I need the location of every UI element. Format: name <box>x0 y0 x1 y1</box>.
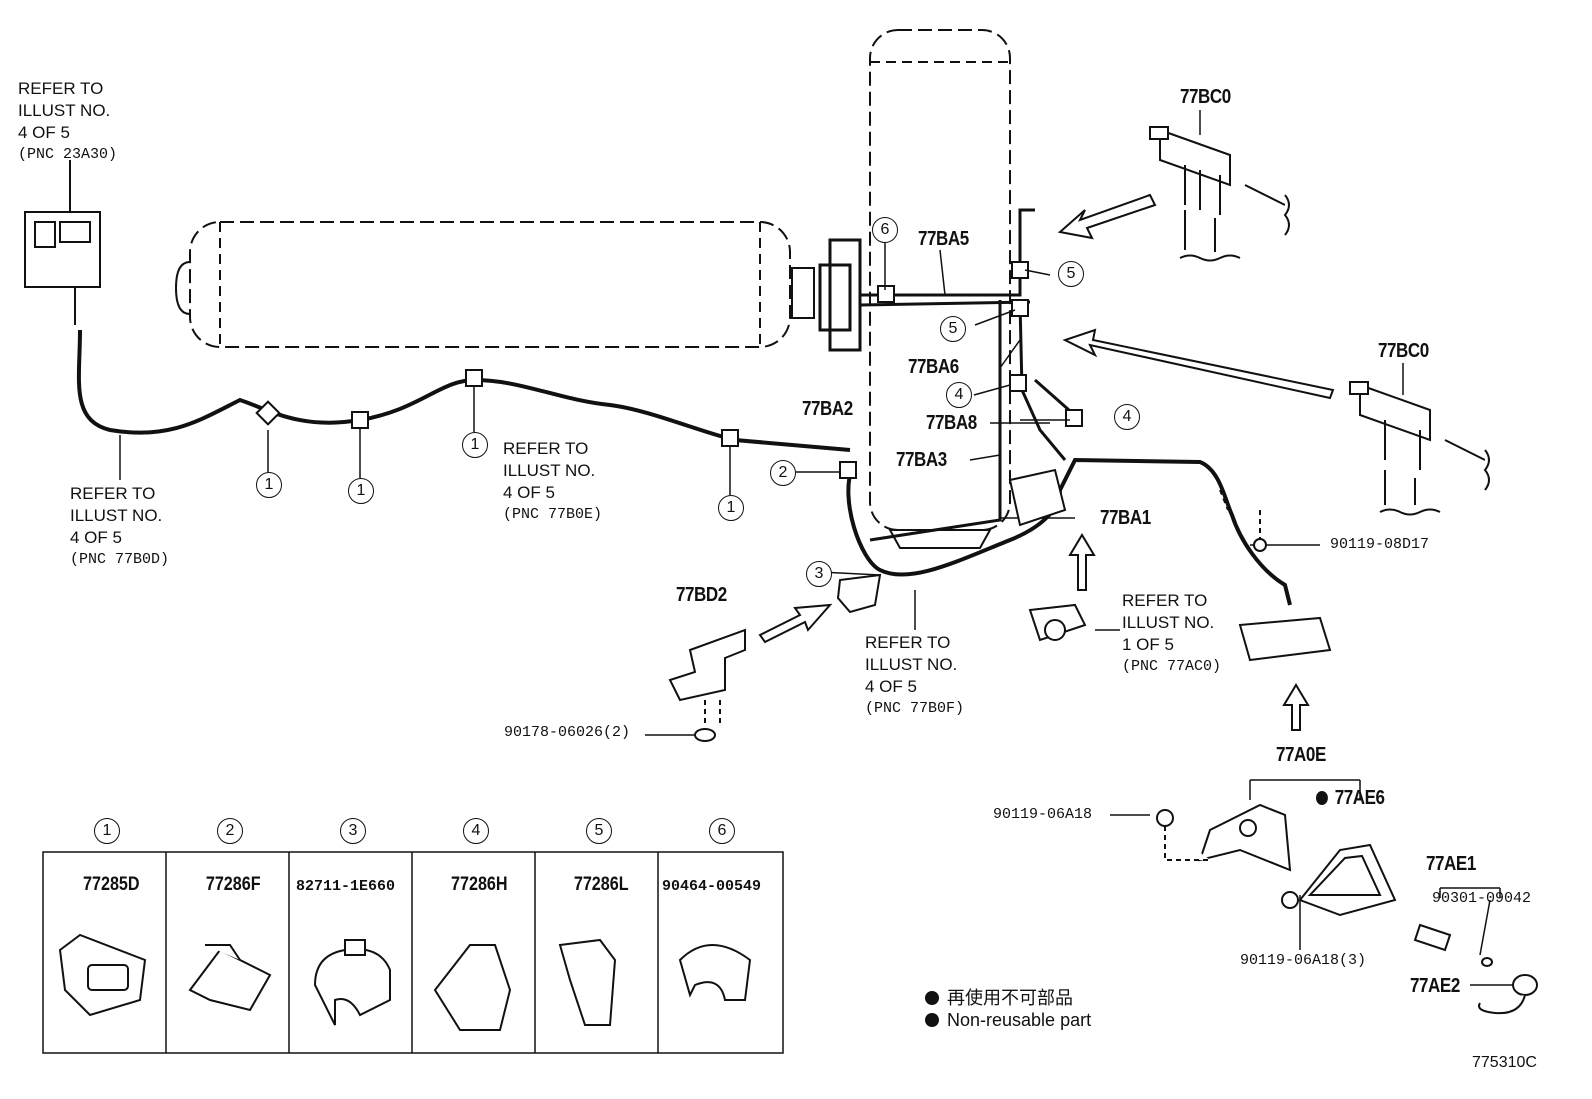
clamp-header-1: 1 <box>94 818 120 844</box>
pressure-sensor <box>1008 468 1087 642</box>
valve-assembly-top <box>1149 126 1290 262</box>
clip-marker-2: 2 <box>770 460 796 486</box>
refer-line: 1 OF 5 <box>1122 635 1174 654</box>
part-label-77bc0-top: 77BC0 <box>1180 86 1231 108</box>
refer-line: REFER TO <box>70 484 156 503</box>
part-label-77ba6: 77BA6 <box>908 356 959 378</box>
clip-marker-1: 1 <box>462 432 488 458</box>
clamp-drawings <box>58 933 752 1031</box>
legend-jp-text: 再使用不可部品 <box>947 988 1073 1008</box>
legend-en-text: Non-reusable part <box>947 1010 1092 1030</box>
refer-line: REFER TO <box>18 79 104 98</box>
refer-line: REFER TO <box>865 633 951 652</box>
clamp-header-5: 5 <box>586 818 612 844</box>
legend-en: Non-reusable part <box>925 1010 1091 1031</box>
figure-id: 775310C <box>1472 1054 1537 1071</box>
bracket-3 <box>836 573 882 614</box>
legend-jp: 再使用不可部品 <box>925 984 1073 1010</box>
callout-90178-06026: 90178-06026(2) <box>504 724 631 741</box>
refer-line: (PNC 23A30) <box>18 146 118 163</box>
lamp-housing <box>1219 489 1332 662</box>
clip-marker-5: 5 <box>1058 261 1084 287</box>
clamp-part-3: 82711-1E660 <box>296 878 396 895</box>
part-label-77ba8: 77BA8 <box>926 412 977 434</box>
refer-line: 4 OF 5 <box>18 123 70 142</box>
clamp-header-3: 3 <box>340 818 366 844</box>
clamp-part-4: 77286H <box>450 874 508 895</box>
part-label-77ae1: 77AE1 <box>1426 853 1476 875</box>
clamp-part-1: 77285D <box>82 874 140 895</box>
refer-line: REFER TO <box>1122 591 1208 610</box>
valve-assembly-right <box>1349 381 1490 516</box>
clip-marker-5: 5 <box>940 316 966 342</box>
part-label-77ba5: 77BA5 <box>918 228 969 250</box>
part-label-77ba2: 77BA2 <box>802 398 853 420</box>
refer-line: ILLUST NO. <box>18 101 111 120</box>
legend-dot <box>925 991 939 1005</box>
refer-line: ILLUST NO. <box>70 506 163 525</box>
callout-90119-06a18: 90119-06A18 <box>993 806 1093 823</box>
leader-lines <box>119 110 1520 986</box>
clamp-header-4: 4 <box>463 818 489 844</box>
refer-note-left: REFER TO ILLUST NO. 4 OF 5 (PNC 77B0D) <box>70 483 169 571</box>
refer-line: (PNC 77B0D) <box>70 551 170 568</box>
clip-marker-1: 1 <box>348 478 374 504</box>
refer-line: (PNC 77AC0) <box>1122 658 1222 675</box>
refer-line: REFER TO <box>503 439 589 458</box>
clamp-part-5: 77286L <box>573 874 629 895</box>
clamp-table <box>42 851 784 1054</box>
refer-line: 4 OF 5 <box>865 677 917 696</box>
clamp-part-6: 90464-00549 <box>662 878 762 895</box>
refer-line: ILLUST NO. <box>1122 613 1215 632</box>
clip-marker-4: 4 <box>946 382 972 408</box>
main-pipe <box>76 329 1292 606</box>
part-label-77bd2: 77BD2 <box>676 584 727 606</box>
refer-note-right: REFER TO ILLUST NO. 1 OF 5 (PNC 77AC0) <box>1122 590 1221 678</box>
refer-note-top-left: REFER TO ILLUST NO. 4 OF 5 (PNC 23A30) <box>18 78 117 166</box>
refer-line: 4 OF 5 <box>70 528 122 547</box>
clamp-header-2: 2 <box>217 818 243 844</box>
clip-marker-4: 4 <box>1114 404 1140 430</box>
part-label-77a0e: 77A0E <box>1276 744 1326 766</box>
part-label-77bc0-right: 77BC0 <box>1378 340 1429 362</box>
refer-line: ILLUST NO. <box>503 461 596 480</box>
part-label-77ae2: 77AE2 <box>1410 975 1460 997</box>
tank-lines <box>818 208 1079 542</box>
clip-marker-6: 6 <box>872 217 898 243</box>
part-label-77ba3: 77BA3 <box>896 449 947 471</box>
refer-line: ILLUST NO. <box>865 655 958 674</box>
bracket-77a0e <box>1156 803 1538 1015</box>
refer-line: 4 OF 5 <box>503 483 555 502</box>
callout-90119-08d17: 90119-08D17 <box>1330 536 1430 553</box>
callout-90301-09042: 90301-09042 <box>1432 890 1532 907</box>
non-reusable-dot <box>1316 791 1328 805</box>
clamp-part-2: 77286F <box>205 874 261 895</box>
vertical-tank <box>869 29 1011 549</box>
refer-note-middle: REFER TO ILLUST NO. 4 OF 5 (PNC 77B0E) <box>503 438 602 526</box>
horizontal-tank <box>174 221 815 348</box>
left-connector-module <box>24 160 101 325</box>
part-label-77ae6-text: 77AE6 <box>1334 787 1385 809</box>
refer-line: (PNC 77B0F) <box>865 700 965 717</box>
bracket-77bd2 <box>668 628 746 742</box>
refer-line: (PNC 77B0E) <box>503 506 603 523</box>
clip-marker-3: 3 <box>806 561 832 587</box>
arrows <box>758 193 1335 731</box>
clip-marker-1: 1 <box>718 495 744 521</box>
part-label-77ba1: 77BA1 <box>1100 507 1151 529</box>
callout-90119-06a18-3: 90119-06A18(3) <box>1240 952 1367 969</box>
part-label-77ae6: 77AE6 <box>1316 787 1385 810</box>
refer-note-bottom: REFER TO ILLUST NO. 4 OF 5 (PNC 77B0F) <box>865 632 964 720</box>
clip-marker-1: 1 <box>256 472 282 498</box>
legend-dot <box>925 1013 939 1027</box>
clamp-header-6: 6 <box>709 818 735 844</box>
